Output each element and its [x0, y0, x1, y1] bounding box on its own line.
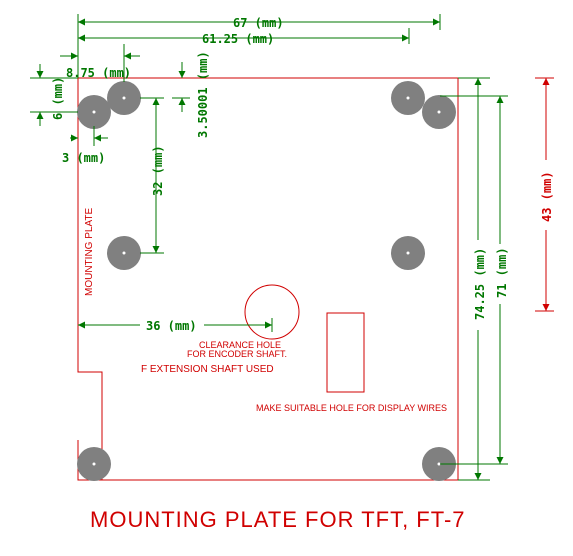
dim-43: 43 (mm)	[540, 171, 554, 222]
drawing-title: MOUNTING PLATE FOR TFT, FT-7	[90, 507, 466, 532]
encoder-clearance-hole	[244, 284, 300, 340]
dim-71: 71 (mm)	[495, 247, 509, 298]
dim-67: 67 (mm)	[233, 16, 284, 30]
note-clearance-2: FOR ENCODER SHAFT.	[187, 349, 287, 359]
mounting-holes	[77, 81, 456, 481]
note-extension: F EXTENSION SHAFT USED	[141, 364, 274, 375]
note-clearance-1: CLEARANCE HOLE	[199, 340, 281, 350]
dim-3: 3 (mm)	[62, 151, 105, 165]
display-wire-slot	[326, 312, 365, 393]
dim-32: 32 (mm)	[151, 145, 165, 196]
dim-8-75: 8.75 (mm)	[66, 66, 131, 80]
dim-74-25: 74.25 (mm)	[473, 248, 487, 320]
plate-outline	[77, 77, 459, 481]
plate-outline-left	[77, 78, 103, 481]
note-display-wires: MAKE SUITABLE HOLE FOR DISPLAY WIRES	[256, 403, 447, 413]
dim-6: 6 (mm)	[51, 77, 65, 120]
dim-36: 36 (mm)	[146, 319, 197, 333]
dim-61-25: 61.25 (mm)	[202, 32, 274, 46]
side-label: MOUNTING PLATE	[84, 208, 95, 296]
dim-3-50001: 3.50001 (mm)	[196, 51, 210, 138]
